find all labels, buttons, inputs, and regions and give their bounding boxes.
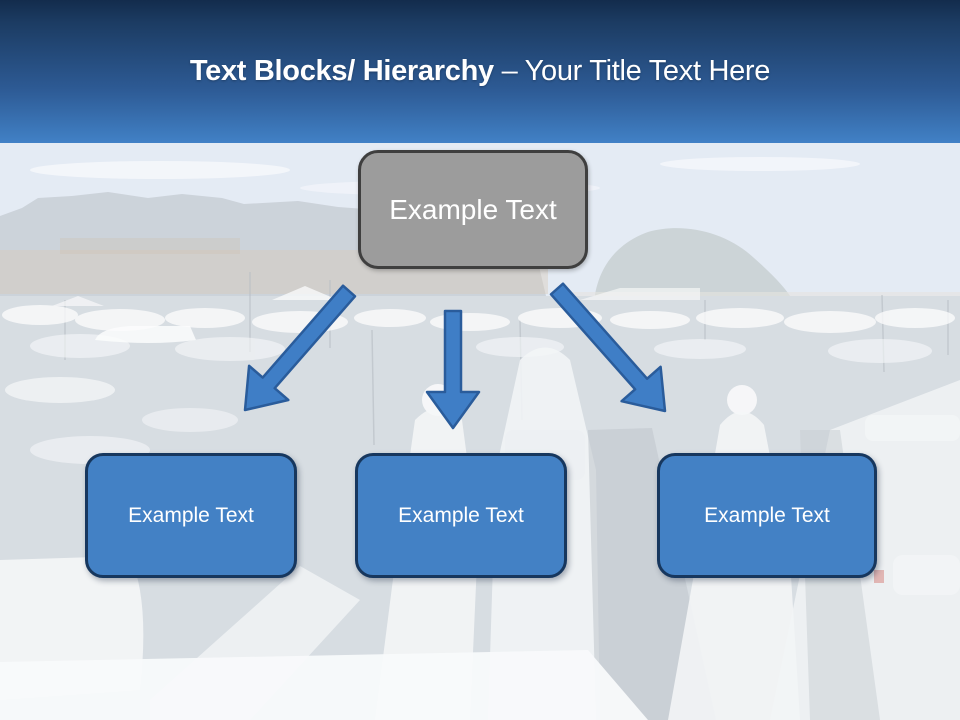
child-text-box-3-label: Example Text <box>704 503 830 527</box>
slide-header: Text Blocks/ Hierarchy – Your Title Text… <box>0 0 960 143</box>
slide-title[interactable]: Text Blocks/ Hierarchy – Your Title Text… <box>189 55 771 88</box>
root-text-box-label: Example Text <box>389 193 557 225</box>
child-text-box-3[interactable]: Example Text <box>657 453 877 578</box>
child-text-box-1[interactable]: Example Text <box>85 453 297 578</box>
root-text-box[interactable]: Example Text <box>358 150 588 269</box>
title-subtitle: – Your Title Text Here <box>501 55 771 87</box>
title-emphasis: Text Blocks/ Hierarchy <box>189 55 494 87</box>
child-text-box-1-label: Example Text <box>128 503 254 527</box>
child-text-box-2-label: Example Text <box>398 503 524 527</box>
child-text-box-2[interactable]: Example Text <box>355 453 567 578</box>
